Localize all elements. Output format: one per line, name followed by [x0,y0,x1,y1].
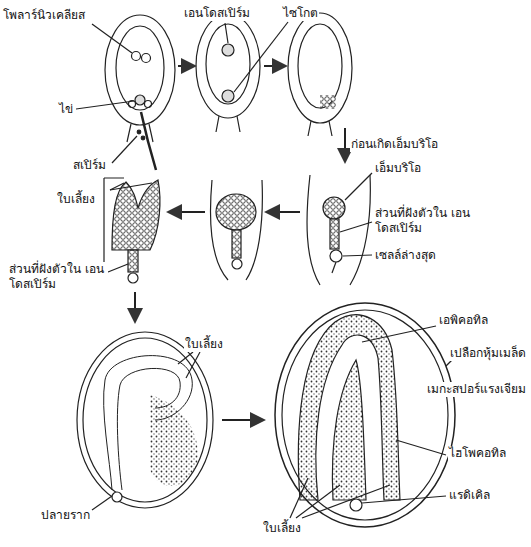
illustration-part [290,478,308,518]
illustration-part [330,219,339,249]
illustration-part [222,44,234,56]
illustration-part [110,183,152,190]
part-label: ก่อนเกิดเอ็มบริโอ [350,137,439,152]
illustration-part [232,230,241,258]
illustration-part [232,259,242,269]
part-label: ปลายราก [40,508,91,523]
illustration-part [264,65,284,67]
illustration-part [145,101,152,108]
illustration-part [268,211,300,213]
illustration-part [344,128,346,160]
illustration-part [135,95,145,105]
illustration-part [77,332,213,508]
illustration-part [92,24,132,53]
part-label: เอ็มบริโอ [374,161,422,176]
part-label: เซลล์ล่างสุด [374,248,437,263]
part-label: ไซโกต [282,6,319,21]
illustration-part [216,194,256,230]
illustration-part [128,273,138,283]
illustration-part [330,250,342,262]
illustration-part [178,352,193,364]
part-label: ไฮโพคอทิล [448,446,507,461]
part-label: เอพิคอทิล [438,313,489,328]
illustration-part [234,22,288,92]
illustration-part [288,13,352,123]
illustration-part [350,499,362,511]
illustration-part [142,54,151,63]
illustration-part [340,222,372,232]
part-label: ใบเลี้ยง [184,337,224,352]
illustration-part [112,492,122,502]
illustration-part [141,136,145,140]
illustration-part [92,496,112,510]
illustration-part [362,326,436,342]
part-label: ส่วนที่ฝังตัวใน เอนโดสเปิร์ม [8,262,108,292]
illustration-part [320,95,336,109]
illustration-part [196,14,260,118]
illustration-part [308,121,332,136]
illustration-part [222,90,234,102]
illustration-part [127,124,153,142]
illustration-part [116,26,164,110]
part-label: ไข่ [58,102,74,117]
illustration-part [170,211,205,213]
illustration-part [150,395,198,486]
part-label: ใบเลี้ยง [56,192,96,207]
illustration-part [302,485,390,518]
part-label: โพลาร์นิวเคลียส [2,8,86,23]
illustration-part [108,264,128,272]
part-label: ใบเลี้ยง [262,521,302,536]
illustration-part [323,197,345,219]
illustration-part [186,352,200,378]
illustration-part [396,440,446,455]
illustration-part [298,315,400,500]
illustration-part [332,360,366,500]
illustration-part [222,419,262,421]
part-label: แรดิเคิล [448,488,491,503]
illustration-part [362,496,446,503]
illustration-part [216,116,240,132]
part-label: สเปิร์ม [72,158,107,173]
illustration-part [134,292,136,320]
illustration-part [206,24,250,104]
illustration-part [132,52,141,61]
illustration-part [298,24,342,108]
illustration-part [141,112,156,170]
illustration-part [307,175,370,285]
illustration-part [112,136,137,163]
illustration-part [76,101,134,109]
part-label: เอนโดสเปิร์ม [183,6,251,21]
illustration-part [282,310,448,520]
illustration-part [128,250,138,272]
illustration-part [105,15,175,125]
illustration-part [332,262,336,273]
illustration-part [83,338,207,502]
part-label: เปลือกหุ้มเมล็ด [449,346,527,361]
illustration-part [211,180,263,280]
illustration-part [345,173,372,200]
illustration-part [343,255,372,256]
illustration-part [178,65,193,67]
part-label: ส่วนที่ฝังตัวใน เอนโดสเปิร์ม [374,206,474,236]
illustration-part [112,180,160,250]
part-label: เมกะสปอร์แรงเจียม [426,382,527,397]
illustration-part [76,13,455,527]
illustration-part [275,303,455,527]
illustration-part [137,130,141,134]
illustration-part [225,23,228,43]
illustration-part [296,485,340,518]
